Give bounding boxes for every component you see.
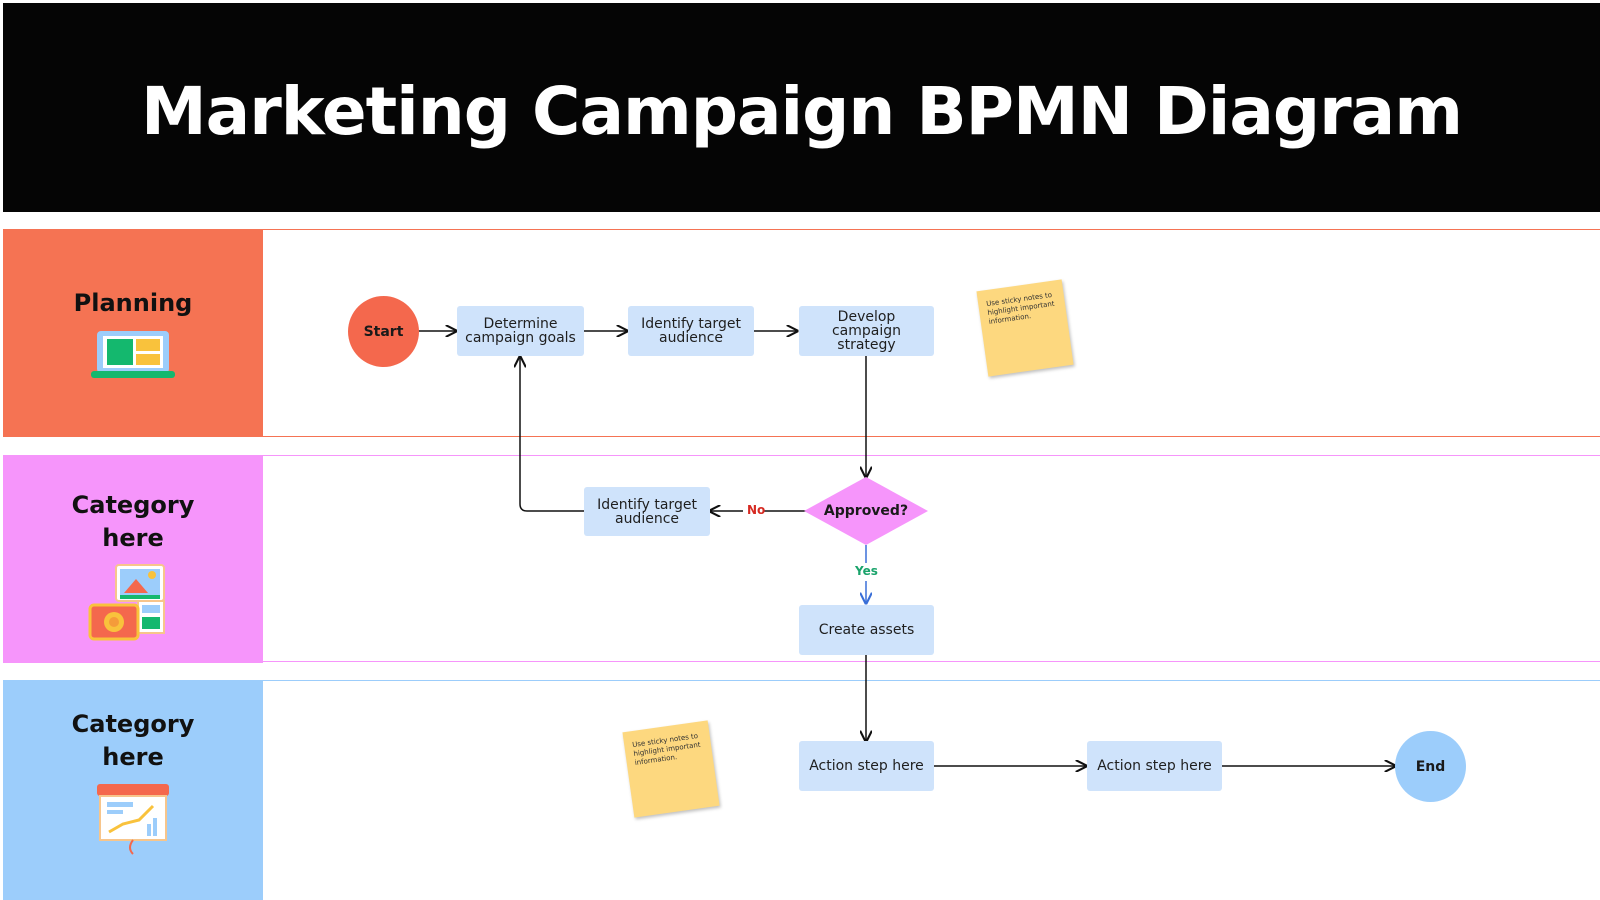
lane-divider	[263, 229, 1600, 230]
edge-label-no: No	[747, 503, 766, 517]
sticky-note-text: Use sticky notes to highlight important …	[631, 731, 702, 767]
approved-gateway-shape	[804, 477, 928, 545]
lane-title-category-1: Category here	[71, 491, 195, 552]
edge-label-yes: Yes	[855, 564, 878, 578]
lane-title-category-2: Category here	[71, 710, 195, 771]
task-determine-goals[interactable]: Determine campaign goals	[457, 306, 584, 356]
lane-divider	[263, 436, 1600, 437]
start-event[interactable]: Start	[348, 296, 419, 367]
lane-divider	[263, 455, 1600, 456]
task-develop-strategy[interactable]: Develop campaign strategy	[799, 306, 934, 356]
presentation-chart-icon	[97, 784, 169, 855]
sticky-note[interactable]: Use sticky notes to highlight important …	[976, 279, 1074, 377]
task-action-step-1[interactable]: Action step here	[799, 741, 934, 791]
page-title: Marketing Campaign BPMN Diagram	[140, 73, 1463, 150]
task-identify-audience-revise[interactable]: Identify target audience	[584, 487, 710, 536]
lane-title-planning: Planning	[73, 289, 193, 317]
end-event[interactable]: End	[1395, 731, 1466, 802]
task-action-step-2[interactable]: Action step here	[1087, 741, 1222, 791]
sticky-note[interactable]: Use sticky notes to highlight important …	[622, 720, 720, 818]
edge-audience-back-to-goals	[520, 357, 584, 512]
lane-divider	[263, 661, 1600, 662]
lane-category-2: Category here	[3, 680, 263, 900]
title-banner: Marketing Campaign BPMN Diagram	[3, 3, 1600, 212]
sticky-note-text: Use sticky notes to highlight important …	[985, 290, 1056, 326]
laptop-icon	[91, 331, 175, 378]
lane-category-1: Category here	[3, 455, 263, 663]
task-create-assets[interactable]: Create assets	[799, 605, 934, 655]
approved-gateway[interactable]: Approved?	[823, 503, 909, 519]
photo-gallery-icon	[88, 564, 165, 641]
task-identify-audience[interactable]: Identify target audience	[628, 306, 754, 356]
lane-divider	[263, 680, 1600, 681]
lane-planning: Planning	[3, 229, 263, 437]
